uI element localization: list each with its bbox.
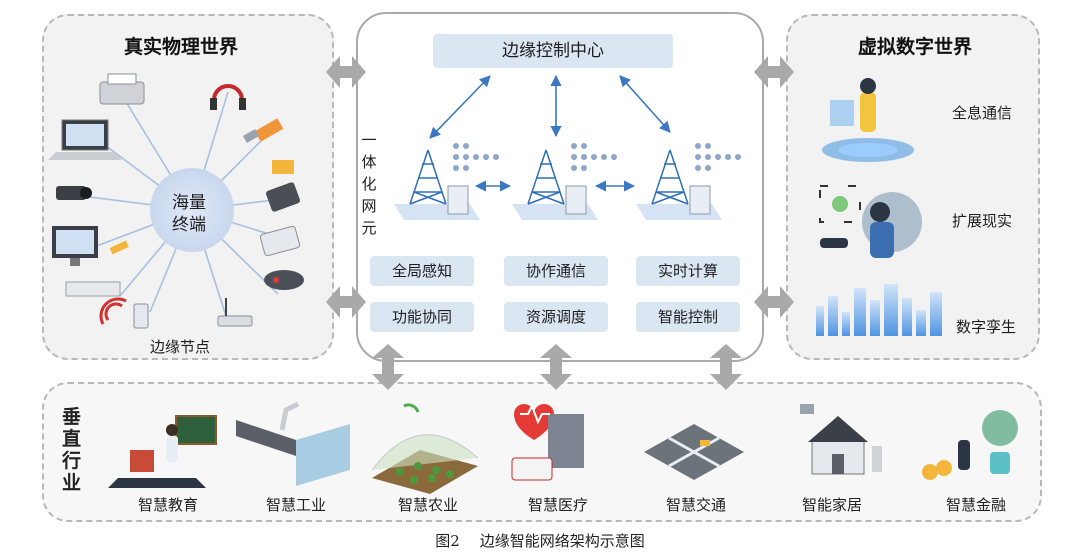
function-global-perception: 全局感知 <box>370 256 474 286</box>
card-icon <box>272 160 294 174</box>
vertical-label-char: 业 <box>62 472 82 494</box>
vertical-label-char: 行 <box>62 450 82 472</box>
figure-caption: 图2 边缘智能网络架构示意图 <box>0 530 1080 551</box>
industry-smart-transportation: 智慧交通 <box>665 496 726 514</box>
function-resource-scheduling: 资源调度 <box>504 302 608 332</box>
extended-reality-illustration <box>819 185 922 258</box>
laptop-icon <box>48 119 122 160</box>
smart-healthcare-illustration <box>511 403 584 481</box>
terminal-hub <box>150 168 234 252</box>
keyboard-icon <box>65 281 121 297</box>
terminal-hub-label-line1: 海量 <box>172 193 206 213</box>
pos-terminal-icon <box>265 182 301 212</box>
physical-world-title: 真实物理世界 <box>124 36 239 58</box>
tablet-icon <box>259 225 301 257</box>
smart-agriculture-illustration <box>371 403 479 494</box>
vertical-label-char: 直 <box>62 428 82 450</box>
vertical-label-char: 垂 <box>62 406 82 428</box>
side-label-char: 一 <box>361 131 377 149</box>
router-icon <box>217 298 253 327</box>
industry-smart-education: 智慧教育 <box>137 496 198 514</box>
left-connector-top <box>326 56 366 88</box>
right-connector-top <box>754 56 794 88</box>
edge-node-label: 边缘节点 <box>150 338 211 356</box>
headphones-icon <box>210 84 246 110</box>
virtual-world-title: 虚拟数字世界 <box>858 36 973 58</box>
smart-education-illustration <box>108 415 217 488</box>
function-intelligent-control: 智能控制 <box>636 302 740 332</box>
figure-title: 边缘智能网络架构示意图 <box>479 532 645 550</box>
smart-home-illustration <box>800 404 882 475</box>
satellite-icon <box>242 118 284 143</box>
network-element-3 <box>636 143 741 220</box>
industry-smart-home: 智能家居 <box>801 496 862 514</box>
left-connector-bottom <box>326 286 366 318</box>
bottom-connector-3 <box>710 344 742 390</box>
digital-twin-illustration <box>816 284 942 336</box>
side-label-char: 网 <box>361 197 377 215</box>
wifi-icon <box>99 297 127 325</box>
function-coordination: 功能协同 <box>370 302 474 332</box>
industry-smart-healthcare: 智慧医疗 <box>527 496 588 514</box>
terminal-hub-label-line2: 终端 <box>172 215 206 235</box>
side-label-char: 化 <box>361 175 377 193</box>
function-realtime-computing: 实时计算 <box>636 256 740 286</box>
holographic-communication-label: 全息通信 <box>952 104 1013 122</box>
function-collaborative-communication: 协作通信 <box>504 256 608 286</box>
phone-icon <box>133 303 149 329</box>
digital-twin-label: 数字孪生 <box>956 318 1017 336</box>
industry-smart-agriculture: 智慧农业 <box>397 496 458 514</box>
side-label-char: 体 <box>361 153 377 171</box>
right-connector-bottom <box>754 286 794 318</box>
bottom-connector-1 <box>372 344 404 390</box>
industry-smart-finance: 智慧金融 <box>945 496 1006 514</box>
usb-drive-icon <box>109 240 129 255</box>
monitor-icon <box>52 226 98 266</box>
smart-industry-illustration <box>236 401 350 486</box>
gamepad-icon <box>264 270 304 290</box>
network-element-2 <box>512 143 617 220</box>
figure-number: 图2 <box>435 532 460 550</box>
camera-icon <box>56 186 92 200</box>
industry-smart-industry: 智慧工业 <box>265 496 326 514</box>
bottom-connector-2 <box>540 344 572 390</box>
printer-icon <box>99 73 145 105</box>
extended-reality-label: 扩展现实 <box>952 212 1013 230</box>
holographic-communication-illustration <box>822 78 914 162</box>
control-arrows <box>429 74 671 192</box>
smart-transportation-illustration <box>644 424 744 480</box>
side-label-char: 元 <box>361 219 377 237</box>
edge-control-center: 边缘控制中心 <box>433 34 673 68</box>
network-element-1 <box>394 143 499 220</box>
smart-finance-illustration <box>922 410 1018 480</box>
